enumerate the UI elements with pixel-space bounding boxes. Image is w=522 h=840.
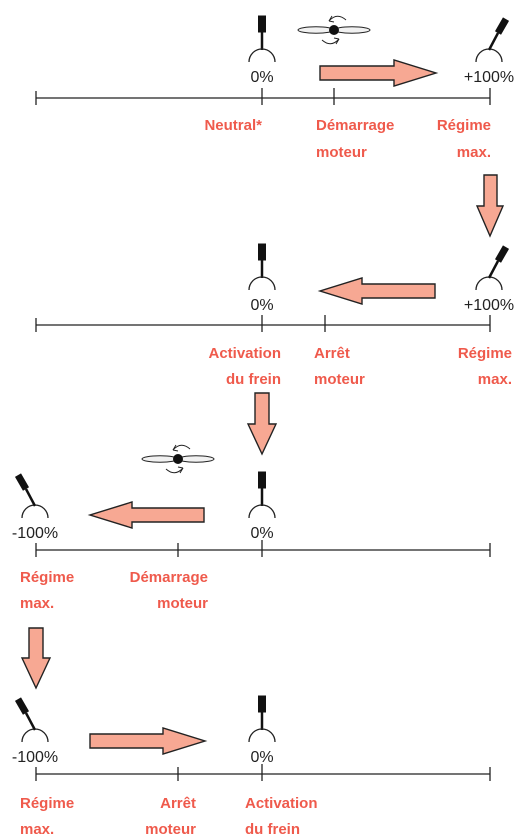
- arrow-down-icon: [246, 392, 278, 456]
- point-label: Activation: [245, 795, 318, 812]
- arrow-left-icon: [87, 501, 205, 529]
- point-label: Neutral*: [204, 117, 262, 134]
- gauge-value: -100%: [12, 525, 58, 542]
- gauge-value: +100%: [464, 297, 514, 314]
- gauge-value: 0%: [250, 749, 273, 766]
- throttle-stick-reverse-icon: [13, 472, 50, 520]
- gauge-value: 0%: [250, 69, 273, 86]
- panel-1: 0% +100% Neutral* Démarrage moteur Régim…: [35, 14, 514, 161]
- throttle-stick-forward-icon: [474, 244, 511, 292]
- point-label: Démarrage: [316, 117, 394, 134]
- arrow-down-icon: [475, 174, 505, 238]
- arrow-down-icon: [20, 627, 52, 690]
- throttle-stick-reverse-icon: [13, 696, 50, 744]
- panel-2: 0% +100% Activation du frein Arrêt moteu…: [35, 242, 514, 388]
- point-label: moteur: [316, 144, 367, 161]
- gauge-value: 0%: [250, 297, 273, 314]
- throttle-stick-forward-icon: [474, 16, 511, 64]
- point-label: Arrêt: [160, 795, 196, 812]
- point-label: Régime: [20, 795, 74, 812]
- point-label: moteur: [314, 371, 365, 388]
- point-label: Régime: [458, 345, 512, 362]
- point-label: Régime: [437, 117, 491, 134]
- panel-3: -100% 0% Régime max. Démarrage moteur: [12, 444, 491, 612]
- arrow-right-icon: [89, 727, 208, 755]
- point-label: max.: [457, 144, 491, 161]
- point-label: max.: [478, 371, 512, 388]
- gauge-value: -100%: [12, 749, 58, 766]
- propeller-icon: [141, 444, 215, 474]
- throttle-stick-neutral-icon: [247, 694, 277, 744]
- gauge-value: +100%: [464, 69, 514, 86]
- point-label: Régime: [20, 569, 74, 586]
- point-label: max.: [20, 595, 54, 612]
- point-label: max.: [20, 821, 54, 838]
- point-label: Démarrage: [130, 569, 208, 586]
- arrow-right-icon: [319, 59, 439, 87]
- point-label: du frein: [245, 821, 300, 838]
- gauge-value: 0%: [250, 525, 273, 542]
- throttle-stick-neutral-icon: [247, 242, 277, 292]
- propeller-icon: [297, 15, 371, 45]
- point-label: du frein: [226, 371, 281, 388]
- panel-4: -100% 0% Régime max. Arrêt moteur Activa…: [12, 694, 491, 838]
- point-label: moteur: [157, 595, 208, 612]
- point-label: moteur: [145, 821, 196, 838]
- throttle-stick-neutral-icon: [247, 470, 277, 520]
- throttle-stick-neutral-icon: [247, 14, 277, 64]
- point-label: Activation: [208, 345, 281, 362]
- arrow-left-icon: [317, 277, 436, 305]
- point-label: Arrêt: [314, 345, 350, 362]
